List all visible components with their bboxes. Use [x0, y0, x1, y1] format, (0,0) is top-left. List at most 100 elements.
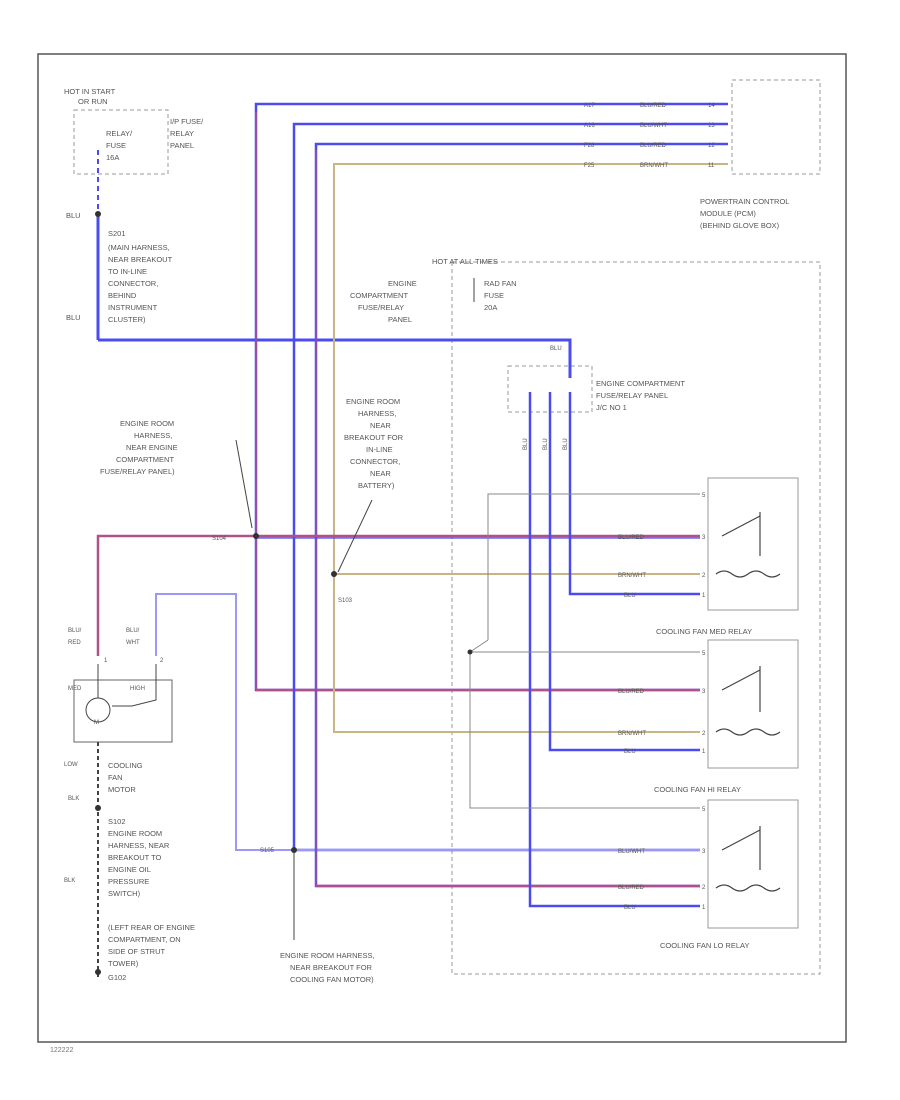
relay-fuse-label-3: 16A	[106, 153, 119, 162]
wire-relay-feed-link	[469, 639, 489, 653]
lo-wire-1: BLU/WHT	[618, 849, 645, 855]
motor-name-2: FAN	[108, 773, 123, 782]
rad-fan-fuse-1: RAD FAN	[484, 279, 517, 288]
lo-term-5: 5	[702, 807, 706, 813]
pcm-pin-f28: F28	[584, 143, 595, 149]
med-wire-1: BLU/RED	[618, 535, 645, 541]
wire-pcm-f28	[314, 142, 728, 888]
s201-line-7: CLUSTER)	[108, 315, 146, 324]
g102-line-1: (LEFT REAR OF ENGINE	[108, 923, 195, 932]
splice-s102-dot	[95, 805, 101, 811]
relay-med-switch	[715, 512, 781, 578]
lo-term-3: 3	[702, 849, 706, 855]
s103-line-6: CONNECTOR,	[350, 457, 400, 466]
hi-wire-3: BLU	[624, 749, 636, 755]
s102-line-2: HARNESS, NEAR	[108, 841, 170, 850]
motor-m-symbol: M	[94, 720, 99, 726]
motor-internal-wire	[112, 664, 157, 707]
wire-pcm-f25	[333, 163, 728, 733]
motor-wire1-line1: BLU/	[68, 628, 82, 634]
s104-line-2: HARNESS,	[134, 431, 172, 440]
med-wire-3: BLU	[624, 593, 636, 599]
s104-line-5: FUSE/RELAY PANEL)	[100, 467, 175, 476]
motor-wire2-line1: BLU/	[126, 628, 140, 634]
s201-id: S201	[108, 229, 126, 238]
diagram-id: 122222	[50, 1047, 73, 1054]
ip-fuse-relay-panel-box	[73, 109, 169, 175]
engine-panel-line-4: PANEL	[388, 315, 412, 324]
rad-fan-fuse-2: FUSE	[484, 291, 504, 300]
s103-id: S103	[338, 598, 353, 604]
s103-line-8: BATTERY)	[358, 481, 395, 490]
s102-line-5: PRESSURE	[108, 877, 149, 886]
s104-id: S104	[212, 536, 227, 542]
pcm-pin-a17: A17	[584, 103, 595, 109]
ground-g102-dot	[95, 969, 101, 975]
relay-fuse-label-2: FUSE	[106, 141, 126, 150]
wire-jc-blu-lo	[528, 392, 700, 908]
motor-name-1: COOLING	[108, 761, 143, 770]
s102-id: S102	[108, 817, 126, 826]
fan-motor-symbol	[85, 697, 111, 723]
wire-s103-leader	[337, 499, 373, 573]
s105-line-3: COOLING FAN MOTOR)	[290, 975, 374, 984]
s103-line-3: NEAR	[370, 421, 391, 430]
wire-blu-label-2: BLU	[66, 313, 81, 322]
motor-low-label: LOW	[64, 762, 78, 768]
s201-line-6: INSTRUMENT	[108, 303, 158, 312]
motor-name-3: MOTOR	[108, 785, 136, 794]
pcm-name-1: POWERTRAIN CONTROL	[700, 197, 789, 206]
g102-id: G102	[108, 973, 126, 982]
pcm-wire-f25: BRN/WHT	[640, 163, 668, 169]
engine-panel-line-3: FUSE/RELAY	[358, 303, 404, 312]
hi-wire-2: BRN/WHT	[618, 731, 646, 737]
jc-line-1: ENGINE COMPARTMENT	[596, 379, 685, 388]
splice-s105-dot	[291, 847, 297, 853]
s201-line-3: TO IN-LINE	[108, 267, 147, 276]
pcm-term-a17: 14	[708, 103, 715, 109]
pcm-wire-a16: BLU/WHT	[640, 123, 667, 129]
jc-drop-2: BLU	[543, 438, 549, 450]
wire-motor-blu-wht	[155, 593, 294, 851]
pcm-term-f28: 12	[708, 143, 715, 149]
s201-line-5: BEHIND	[108, 291, 137, 300]
pcm-name-3: (BEHIND GLOVE BOX)	[700, 221, 780, 230]
motor-wire2-line2: WHT	[126, 640, 140, 646]
s105-id: S105	[260, 848, 275, 854]
wire-jc-blu-med	[568, 392, 700, 596]
motor-wire1-line2: RED	[68, 640, 81, 646]
splice-relay-feed-dot	[467, 649, 473, 655]
wire-s104-leader	[235, 439, 253, 529]
s104-line-4: COMPARTMENT	[116, 455, 174, 464]
hi-term-1: 1	[702, 749, 706, 755]
motor-term-1: 1	[104, 658, 108, 664]
diagram-frame	[37, 53, 847, 1043]
hot-in-start-label: HOT IN START	[64, 87, 116, 96]
motor-term-2: 2	[160, 658, 164, 664]
s105-line-2: NEAR BREAKOUT FOR	[290, 963, 373, 972]
fan-motor-box	[73, 679, 173, 743]
wire-jc-blu-hi	[548, 392, 700, 752]
ip-panel-label-3: PANEL	[170, 141, 194, 150]
hi-term-5: 5	[702, 651, 706, 657]
lo-wire-3: BLU	[624, 905, 636, 911]
relay-med-name: COOLING FAN MED RELAY	[656, 627, 752, 636]
rad-fan-fuse-3: 20A	[484, 303, 497, 312]
s105-line-1: ENGINE ROOM HARNESS,	[280, 951, 375, 960]
ip-panel-label-2: RELAY	[170, 129, 194, 138]
wire-relay-feed-lo	[469, 652, 700, 809]
lo-term-1: 1	[702, 905, 706, 911]
wire-s104-to-motor	[96, 534, 700, 656]
s102-line-3: BREAKOUT TO	[108, 853, 162, 862]
splice-s201-dot	[95, 211, 101, 217]
s103-line-5: IN-LINE	[366, 445, 393, 454]
s102-line-6: SWITCH)	[108, 889, 141, 898]
pcm-name-2: MODULE (PCM)	[700, 209, 756, 218]
hi-term-3: 3	[702, 689, 706, 695]
s201-line-1: (MAIN HARNESS,	[108, 243, 170, 252]
s103-line-4: BREAKOUT FOR	[344, 433, 404, 442]
engine-panel-line-2: COMPARTMENT	[350, 291, 408, 300]
jc-drop-3: BLU	[563, 438, 569, 450]
wire-relay-feed-med	[487, 493, 700, 640]
